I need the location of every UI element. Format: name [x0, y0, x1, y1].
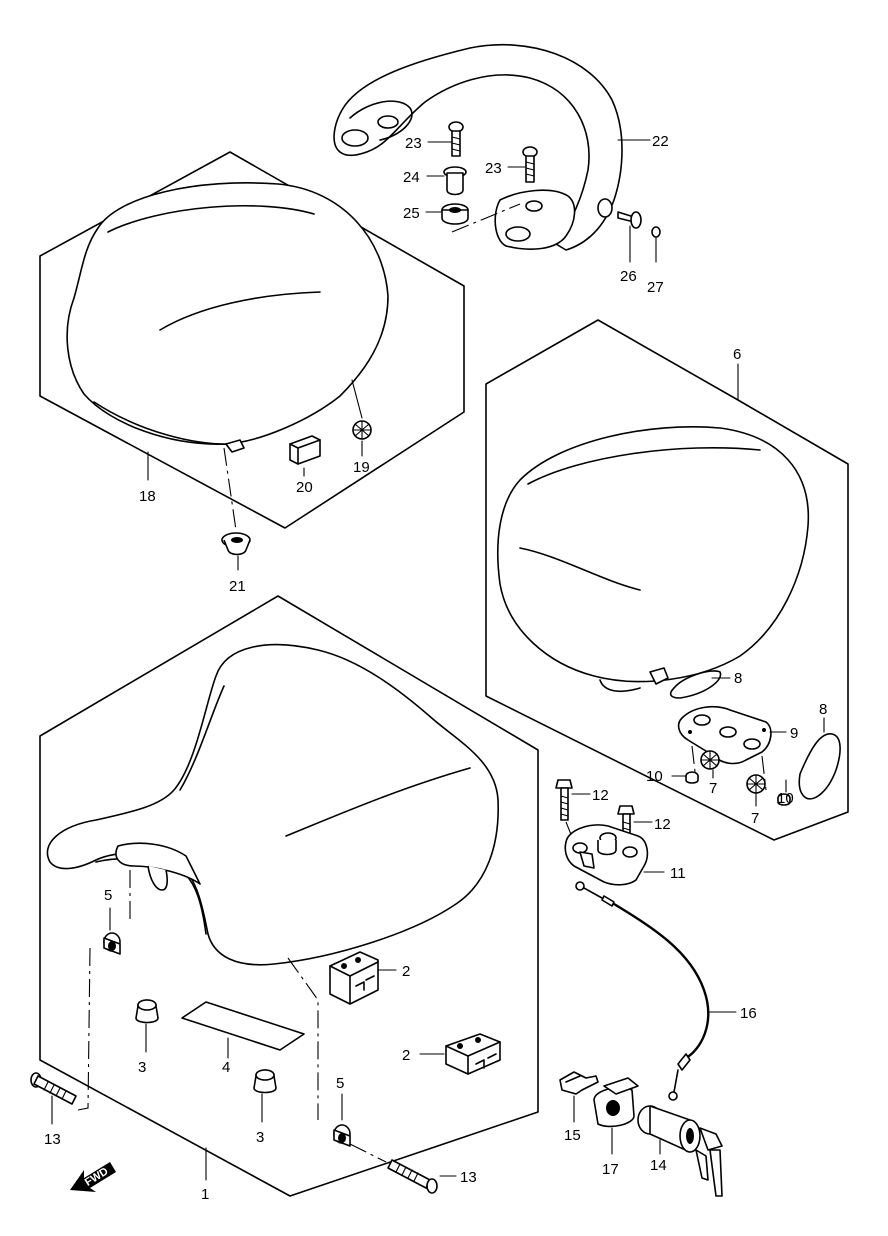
- label-13b: 13: [460, 1169, 477, 1186]
- label-8b: 8: [819, 701, 827, 718]
- screw-23a: [427, 121, 464, 157]
- label-16: 16: [740, 1005, 757, 1022]
- damper-2a: [329, 951, 397, 1005]
- label-27: 27: [647, 279, 664, 296]
- label-18: 18: [139, 488, 156, 505]
- bolt-13b: [349, 1143, 457, 1194]
- label-23a: 23: [405, 135, 422, 152]
- label-12a: 12: [592, 787, 609, 804]
- rear-seat-frame: [485, 319, 849, 841]
- seat-lock-cable-16: [575, 881, 737, 1101]
- collar-24: [426, 166, 467, 196]
- label-4: 4: [222, 1059, 230, 1076]
- label-6: 6: [733, 346, 741, 363]
- cushion-5a: [103, 907, 121, 955]
- cushion-5b: [287, 957, 351, 1147]
- label-13a: 13: [44, 1131, 61, 1148]
- label-2b: 2: [402, 1047, 410, 1064]
- label-24: 24: [403, 169, 420, 186]
- label-3b: 3: [256, 1129, 264, 1146]
- label-23b: 23: [485, 160, 502, 177]
- fwd-arrow-icon: FWD: [70, 1162, 116, 1192]
- label-10a: 10: [646, 768, 663, 785]
- strap-8b: [798, 717, 841, 800]
- nut-10a: [671, 771, 699, 784]
- clip-7b: [746, 774, 766, 807]
- label-3a: 3: [138, 1059, 146, 1076]
- label-20: 20: [296, 479, 313, 496]
- label-5a: 5: [104, 887, 112, 904]
- label-17: 17: [602, 1161, 619, 1178]
- label-15: 15: [564, 1127, 581, 1144]
- main-seat-frame: [39, 595, 539, 1197]
- label-7a: 7: [709, 780, 717, 797]
- label-2a: 2: [402, 963, 410, 980]
- seat-lock-14: [637, 1105, 723, 1197]
- strap-8a: [649, 667, 731, 699]
- label-19: 19: [353, 459, 370, 476]
- bolt-13a: [30, 947, 91, 1125]
- label-22: 22: [652, 133, 669, 150]
- passenger-seat-frame: [39, 151, 465, 529]
- label-8a: 8: [734, 670, 742, 687]
- label-10b: 10: [777, 790, 794, 807]
- label-21: 21: [229, 578, 246, 595]
- grommet-25: [425, 203, 521, 233]
- clip-7a: [700, 750, 720, 779]
- cushion-21: [221, 447, 251, 571]
- latch-bracket-11: [564, 824, 665, 886]
- label-14: 14: [650, 1157, 667, 1174]
- label-5b: 5: [336, 1075, 344, 1092]
- label-11: 11: [670, 865, 686, 882]
- clip-27: [651, 226, 661, 263]
- lock-clip-15: [559, 1071, 599, 1123]
- label-7b: 7: [751, 810, 759, 827]
- label-25: 25: [403, 205, 420, 222]
- clip-19: [351, 379, 372, 457]
- label-12b: 12: [654, 816, 671, 833]
- damper-2b: [419, 1033, 501, 1075]
- rubber-3a: [135, 999, 159, 1053]
- callout-labels: 22 23 23 24 25 26 27 18 19 20 21 6 8 8 9…: [44, 133, 827, 1203]
- rear-seat: [497, 426, 810, 693]
- nut-10b: [777, 779, 791, 806]
- screw-23b: [507, 146, 538, 183]
- rubber-3b: [253, 1069, 277, 1123]
- pad-20: [289, 435, 321, 465]
- hinge-9: [677, 705, 787, 791]
- label-9: 9: [790, 725, 798, 742]
- main-seat: [46, 643, 499, 966]
- lock-holder-17: [593, 1077, 639, 1155]
- label-1: 1: [201, 1186, 209, 1203]
- grab-rail: [333, 44, 651, 251]
- passenger-seat: [66, 182, 389, 453]
- label-26: 26: [620, 268, 637, 285]
- pad-4: [181, 1001, 305, 1059]
- bolt-26: [617, 211, 642, 263]
